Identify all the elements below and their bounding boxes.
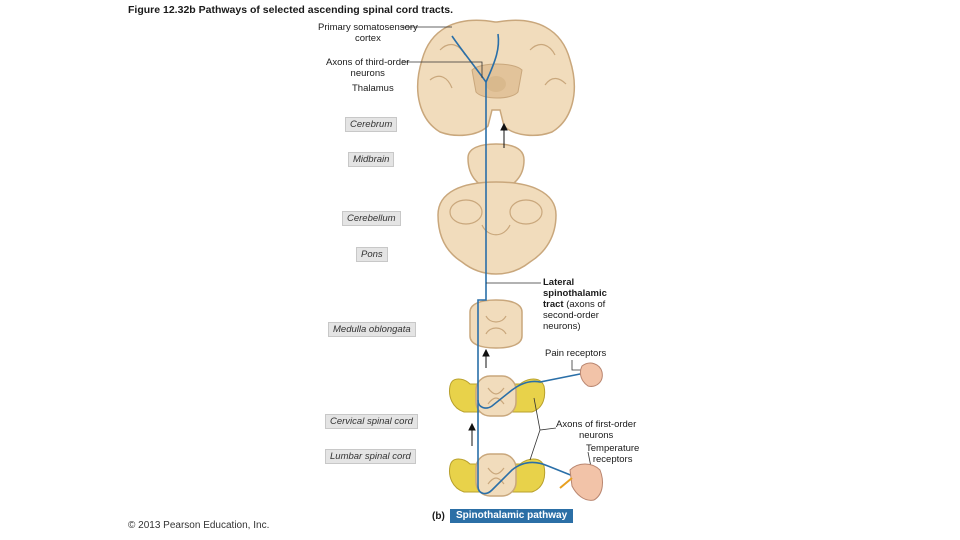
tag-medulla: Medulla oblongata [328,322,416,337]
pathway-title: Spinothalamic pathway [450,509,573,523]
hand-receptor-site [580,363,602,386]
tag-lumbar: Lumbar spinal cord [325,449,416,464]
tag-pons: Pons [356,247,388,262]
cerebrum-section [418,20,575,135]
tag-cerebellum: Cerebellum [342,211,401,226]
tag-cervical: Cervical spinal cord [325,414,418,429]
label-lateral-spinothalamic-tract: Lateral spinothalamic tract (axons of se… [543,277,607,332]
lumbar-cord-section [450,454,545,496]
foot-receptor-site [560,464,602,500]
tag-midbrain: Midbrain [348,152,394,167]
figure-title: Figure 12.32b Pathways of selected ascen… [128,4,453,16]
panel-letter: (b) [432,511,445,522]
cerebellum-pons-section [438,182,556,274]
label-pain-receptors: Pain receptors [545,348,606,359]
label-thalamus: Thalamus [352,83,394,94]
copyright-notice: © 2013 Pearson Education, Inc. [128,520,269,531]
tag-cerebrum: Cerebrum [345,117,397,132]
